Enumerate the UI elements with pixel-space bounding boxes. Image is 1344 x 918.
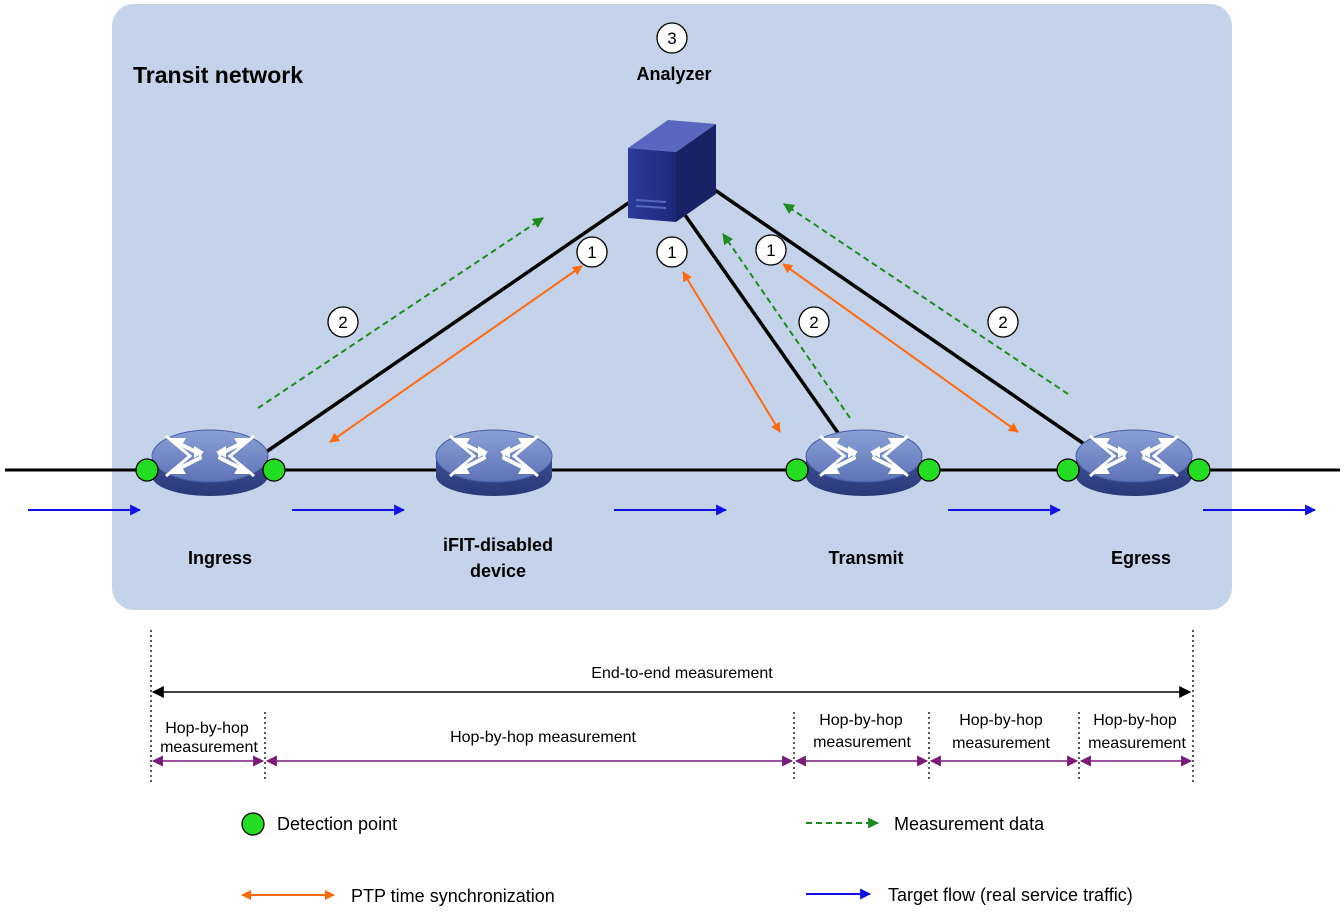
hop-4-label-line2: measurement [952,735,1050,752]
step-1-badge-transmit: 1 [656,236,688,268]
svg-text:2: 2 [809,313,818,332]
svg-text:1: 1 [667,243,676,262]
data-arrow-transmit [722,233,851,419]
ptp-arrow-egress [782,263,1019,433]
svg-text:2: 2 [998,313,1007,332]
step-2-badge-egress: 2 [987,306,1019,338]
legend-flow-label: Target flow (real service traffic) [888,885,1133,905]
legend-data-label: Measurement data [894,814,1045,834]
hop-5-label-line2: measurement [1088,735,1186,752]
analyzer-label: Analyzer [636,64,711,84]
ifit-disabled-label-line2: device [470,561,526,581]
egress-router-icon [1074,428,1194,498]
svg-text:1: 1 [766,241,775,260]
detection-point [785,458,809,482]
data-arrow-ingress [257,217,544,409]
ifit-disabled-router-icon [434,428,554,498]
step-3-label: 3 [667,29,676,48]
step-2-badge-transmit: 2 [798,306,830,338]
hop-2-label: Hop-by-hop measurement [450,729,636,746]
transmit-router-icon [804,428,924,498]
legend-detection-icon [241,812,265,836]
ptp-arrow-transmit [682,271,781,433]
transit-network-area [112,4,1232,610]
hop-5-label-line1: Hop-by-hop [1093,712,1177,729]
hop-1-label-line2: measurement [160,739,258,756]
detection-point [917,458,941,482]
detection-point [1187,458,1211,482]
egress-label: Egress [1111,548,1171,568]
ptp-arrow-ingress [329,265,583,443]
end-to-end-label: End-to-end measurement [591,665,773,682]
legend: Detection point Measurement data PTP tim… [241,812,1133,906]
hop-3-label-line1: Hop-by-hop [819,712,903,729]
hop-3-label-line2: measurement [813,734,911,751]
hop-1-label-line1: Hop-by-hop [165,720,249,737]
ifit-disabled-label-line1: iFIT-disabled [443,535,553,555]
legend-ptp-label: PTP time synchronization [351,886,555,906]
ingress-label: Ingress [188,548,252,568]
step-1-badge-ingress: 1 [576,236,608,268]
transit-network-title: Transit network [133,62,303,88]
svg-text:1: 1 [587,243,596,262]
transmit-label: Transmit [828,548,903,568]
detection-point [262,458,286,482]
ingress-router-icon [150,428,270,498]
step-2-badge-ingress: 2 [327,306,359,338]
detection-point [135,458,159,482]
data-arrow-egress [783,203,1069,395]
legend-detection-label: Detection point [277,814,397,834]
step-1-badge-egress: 1 [755,234,787,266]
detection-point [1056,458,1080,482]
svg-text:2: 2 [338,313,347,332]
step-3-badge [656,22,688,54]
hop-4-label-line1: Hop-by-hop [959,712,1043,729]
analyzer-server-icon [628,120,716,222]
